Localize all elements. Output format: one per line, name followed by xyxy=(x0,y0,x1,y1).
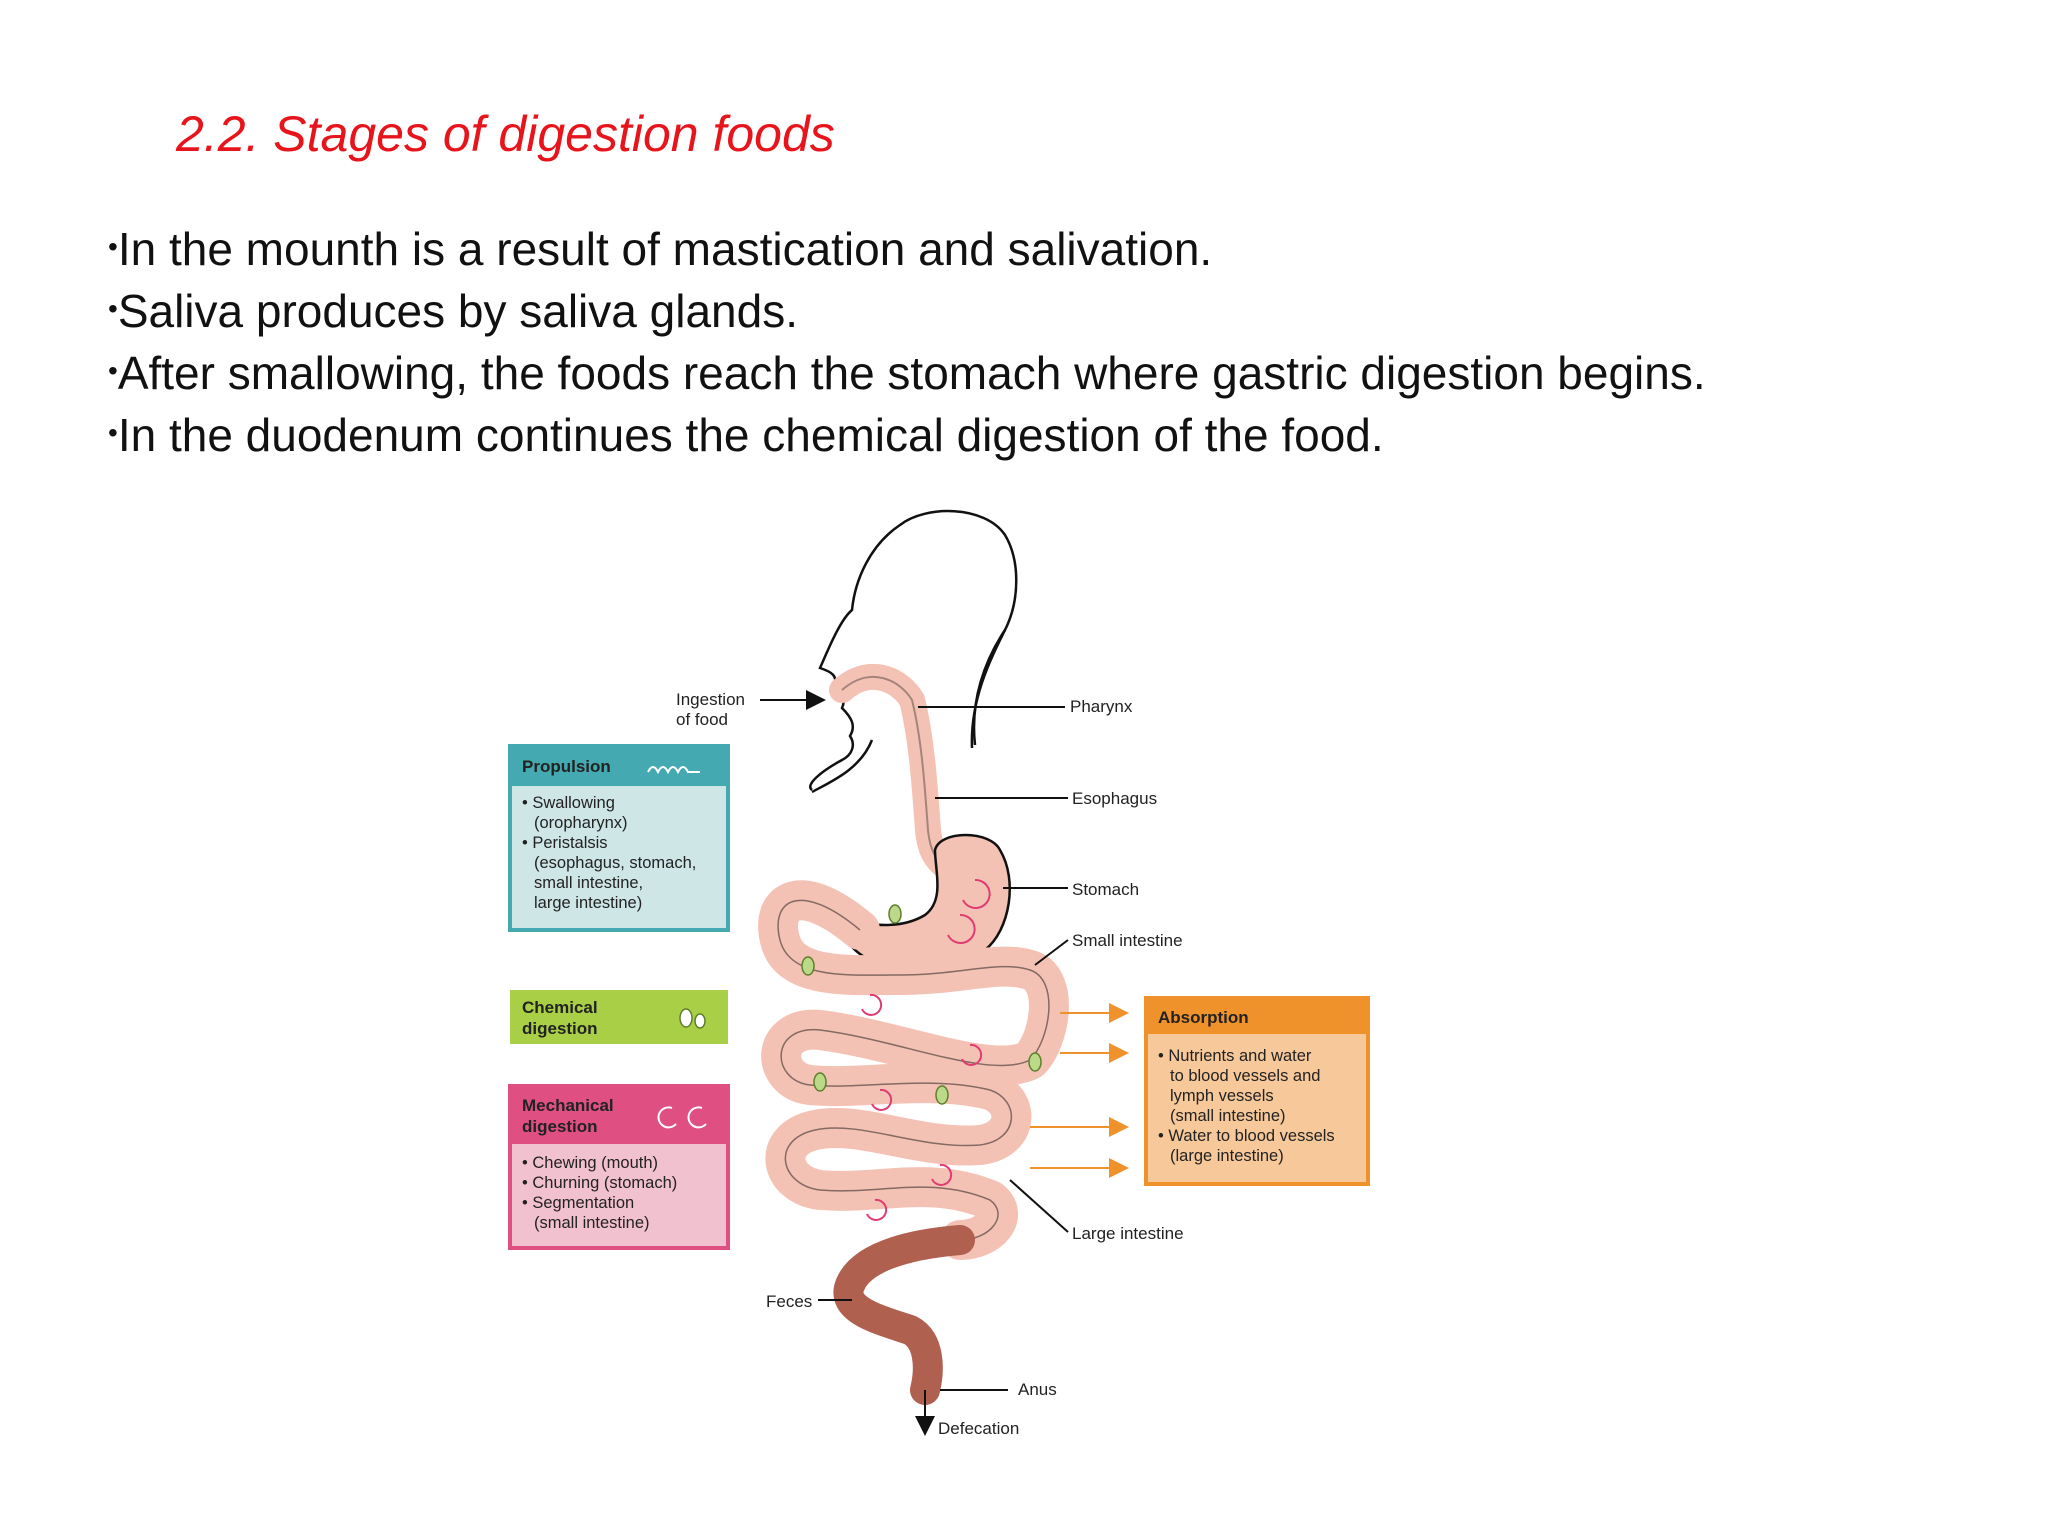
label-ingestion-line2: of food xyxy=(676,710,728,729)
leader-lines xyxy=(818,706,1069,1391)
bullet-item: •Saliva produces by saliva glands. xyxy=(108,280,1706,342)
mechanical-line: • Segmentation xyxy=(522,1194,634,1212)
propulsion-line: • Swallowing xyxy=(522,794,615,812)
propulsion-line: small intestine, xyxy=(534,874,643,892)
label-anus: Anus xyxy=(1018,1380,1057,1399)
absorption-box: Absorption • Nutrients and water to bloo… xyxy=(1144,996,1370,1186)
bullet-dot: • xyxy=(108,231,118,262)
bullet-text: In the duodenum continues the chemical d… xyxy=(117,409,1384,461)
label-ingestion-line1: Ingestion xyxy=(676,690,745,709)
label-esophagus: Esophagus xyxy=(1072,789,1157,808)
mechanical-line: • Churning (stomach) xyxy=(522,1174,677,1192)
bullet-dot: • xyxy=(108,417,118,448)
label-feces: Feces xyxy=(766,1292,812,1311)
wave-icon xyxy=(647,766,700,775)
propulsion-line: large intestine) xyxy=(534,894,642,912)
propulsion-line: (esophagus, stomach, xyxy=(534,854,696,872)
swirl-icon xyxy=(657,1106,707,1129)
label-pharynx: Pharynx xyxy=(1070,697,1133,716)
small-intestine-outline xyxy=(777,899,1050,1241)
slide-title: 2.2. Stages of digestion foods xyxy=(176,106,835,162)
drops-icon xyxy=(679,1008,706,1029)
esophagus-tube xyxy=(829,663,963,883)
propulsion-box: Propulsion • Swallowing (oropharynx) • P… xyxy=(508,744,730,932)
mechanical-swirls xyxy=(861,878,991,1221)
absorption-line: to blood vessels and xyxy=(1170,1067,1320,1085)
absorption-line: • Nutrients and water xyxy=(1158,1047,1312,1065)
bullet-text: Saliva produces by saliva glands. xyxy=(117,285,798,337)
bullet-item: •In the mounth is a result of masticatio… xyxy=(108,218,1706,280)
chemical-drops xyxy=(801,904,1042,1105)
chemical-title-line1: Chemical xyxy=(522,998,598,1017)
large-intestine-tube xyxy=(833,1225,975,1405)
bullet-dot: • xyxy=(108,293,118,324)
bullet-text: In the mounth is a result of mastication… xyxy=(117,223,1213,275)
mechanical-line: (small intestine) xyxy=(534,1214,650,1232)
bullet-item: •In the duodenum continues the chemical … xyxy=(108,404,1706,466)
mechanical-title-line2: digestion xyxy=(522,1117,598,1136)
absorption-line: (large intestine) xyxy=(1170,1147,1284,1165)
mechanical-line: • Chewing (mouth) xyxy=(522,1154,658,1172)
propulsion-title: Propulsion xyxy=(522,757,611,776)
label-stomach: Stomach xyxy=(1072,880,1139,899)
propulsion-line: • Peristalsis xyxy=(522,834,608,852)
bullet-list: •In the mounth is a result of masticatio… xyxy=(108,218,1706,466)
esophagus-outline xyxy=(841,675,951,871)
absorption-line: lymph vessels xyxy=(1170,1087,1274,1105)
absorption-line: • Water to blood vessels xyxy=(1158,1127,1335,1145)
mechanical-title-line1: Mechanical xyxy=(522,1096,614,1115)
neck-outline xyxy=(811,629,1007,794)
label-small-intestine: Small intestine xyxy=(1072,931,1183,950)
bullet-text: After smallowing, the foods reach the st… xyxy=(117,347,1706,399)
bullet-item: •After smallowing, the foods reach the s… xyxy=(108,342,1706,404)
propulsion-line: (oropharynx) xyxy=(534,814,628,832)
head-outline xyxy=(809,509,1018,792)
absorption-line: (small intestine) xyxy=(1170,1107,1286,1125)
chemical-title-line2: digestion xyxy=(522,1019,598,1038)
mechanical-digestion-box: Mechanical digestion • Chewing (mouth) •… xyxy=(508,1084,730,1250)
bullet-dot: • xyxy=(108,355,118,386)
chemical-digestion-box: Chemical digestion xyxy=(510,990,728,1044)
absorption-arrows xyxy=(1030,1003,1129,1178)
label-large-intestine: Large intestine xyxy=(1072,1224,1184,1243)
absorption-title: Absorption xyxy=(1158,1008,1249,1027)
label-defecation: Defecation xyxy=(938,1419,1019,1438)
